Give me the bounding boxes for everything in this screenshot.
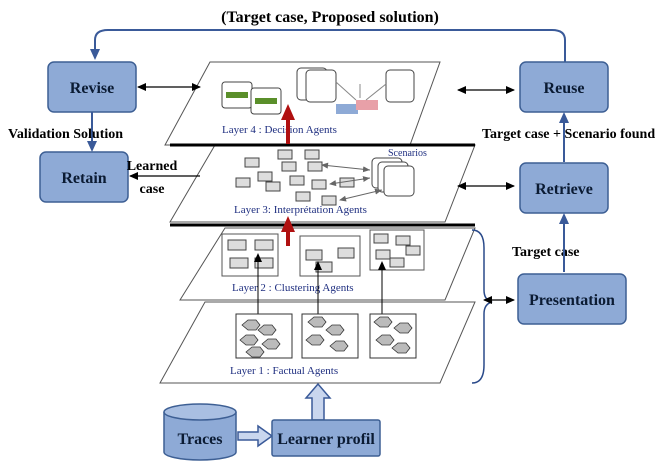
cluster-item xyxy=(254,239,274,251)
traces-database[interactable] xyxy=(163,403,237,461)
agent-block xyxy=(235,177,251,188)
fact-hexagon xyxy=(375,334,395,346)
fact-hexagon xyxy=(261,338,281,350)
scenario-arrow-1 xyxy=(321,162,371,173)
fact-hexagon xyxy=(257,324,277,336)
fact-hexagon xyxy=(393,322,413,334)
learner-profil-box[interactable] xyxy=(271,419,381,457)
traces-to-learner-arrow xyxy=(237,424,274,448)
scenario-arrow-2 xyxy=(329,176,371,187)
layer1-label: Layer 1 : Factual Agents xyxy=(230,365,338,377)
blue-bar xyxy=(336,104,358,114)
presentation-label: Presentation xyxy=(529,292,615,309)
red-arrow-shaft-upper xyxy=(286,118,290,144)
cluster-item xyxy=(389,257,405,268)
retrieve-label: Retrieve xyxy=(535,181,593,198)
learner-profil-up-arrow xyxy=(304,382,332,421)
agent-block xyxy=(289,175,305,186)
cluster-item xyxy=(305,249,323,261)
fact-hexagon xyxy=(391,342,411,354)
agent-block xyxy=(307,161,323,172)
agent-block xyxy=(311,179,327,190)
revise-label: Revise xyxy=(70,80,114,97)
traces-cylinder-top xyxy=(163,403,237,421)
fact-hexagon xyxy=(241,319,261,331)
layer1-content xyxy=(235,313,417,359)
top-title: (Target case, Proposed solution) xyxy=(221,9,439,26)
reuse-label: Reuse xyxy=(544,80,585,97)
cluster-item xyxy=(373,233,389,244)
cluster-item xyxy=(254,257,274,269)
connector-b xyxy=(365,83,387,101)
red-arrow-head-lower xyxy=(281,216,295,232)
cluster-item xyxy=(337,247,355,259)
layer4-label: Layer 4 : Decision Agents xyxy=(222,124,337,136)
scenario-arrow-3 xyxy=(339,188,383,202)
layer2-label: Layer 2 : Clustering Agents xyxy=(232,282,354,294)
proposed-solution-arrow xyxy=(90,29,566,62)
fact-hexagon xyxy=(325,324,345,336)
agent-block xyxy=(265,181,281,192)
cluster-item xyxy=(375,249,391,260)
traces-cylinder-body xyxy=(163,412,237,461)
decision-card-5 xyxy=(385,69,415,103)
pink-bar xyxy=(356,100,378,110)
agent-block xyxy=(321,195,337,206)
scenario-card-3 xyxy=(383,165,415,197)
layer2-content xyxy=(221,229,425,277)
layers-brace xyxy=(471,229,493,384)
red-arrows xyxy=(281,104,295,246)
green-bar-2 xyxy=(255,98,277,104)
red-arrow-shaft-lower xyxy=(286,232,290,246)
validation-solution-label: Validation Solution xyxy=(8,127,123,142)
red-arrow-head-upper xyxy=(281,104,295,120)
cluster-item xyxy=(405,245,421,256)
traces-label: Traces xyxy=(177,431,222,448)
retain-label: Retain xyxy=(61,170,106,187)
decision-card-4 xyxy=(305,69,337,103)
learned-case-label-2: case xyxy=(140,182,165,197)
cluster-item xyxy=(395,235,411,246)
presentation-box[interactable] xyxy=(517,273,627,325)
agent-block xyxy=(304,149,320,160)
layer3-content xyxy=(235,149,415,206)
layer4-content xyxy=(221,67,415,115)
agent-block xyxy=(295,191,311,202)
agent-block xyxy=(281,161,297,172)
fact-hexagon xyxy=(329,340,349,352)
connector-a xyxy=(335,81,357,101)
cluster-item xyxy=(227,239,247,251)
cluster-item xyxy=(229,257,249,269)
fact-hexagon xyxy=(239,334,259,346)
layer3-label: Layer 3: Interprétation Agents xyxy=(234,204,367,216)
agent-block xyxy=(257,171,273,182)
learner-profil-label: Learner profil xyxy=(277,431,375,448)
fact-hexagon xyxy=(245,346,265,358)
learned-case-label-1: Learned xyxy=(127,159,178,174)
fact-hexagon xyxy=(373,316,393,328)
retain-box[interactable] xyxy=(39,151,129,203)
scenarios-label: Scenarios xyxy=(388,148,427,159)
agent-block xyxy=(244,157,260,168)
fact-hexagon xyxy=(307,316,327,328)
agent-block xyxy=(277,149,293,160)
fact-hexagon xyxy=(305,334,325,346)
green-bar-1 xyxy=(226,92,248,98)
target-case-label: Target case xyxy=(512,245,580,260)
target-case-scenario-label: Target case + Scenario found xyxy=(482,127,655,142)
